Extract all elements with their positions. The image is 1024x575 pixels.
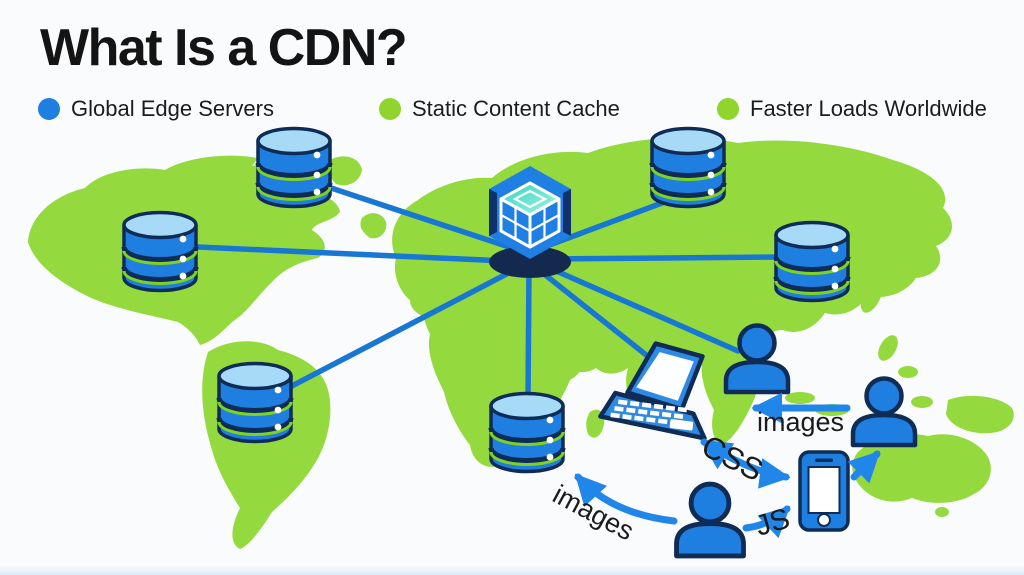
edge-server-database-icon [219,364,291,442]
js-arrow [742,505,791,539]
flow-arrows [574,392,881,539]
laptop-icon [598,341,707,441]
network-line [537,254,782,262]
edge-server-database-icon [776,223,848,301]
page-title: What Is a CDN? [40,19,408,77]
flow-label-images-right: images [757,407,845,437]
css-exchange-arrow [700,438,791,489]
legend-item-global-edge-servers: Global Edge Servers [38,96,274,122]
island-greenland [328,156,362,186]
legend-item-static-content-cache: Static Content Cache [379,96,620,122]
edge-server-database-icon [124,213,196,291]
edge-server-database-icon [652,129,724,207]
edge-server-database-icon [258,129,330,207]
legend-item-faster-loads-worldwide: Faster Loads Worldwide [717,96,987,122]
legend-label: Faster Loads Worldwide [750,96,987,121]
islands-east-asia [785,204,1014,434]
green-dot-icon [379,98,401,120]
green-dot-icon [717,98,739,120]
bottom-fade [0,565,1024,575]
blue-dot-icon [38,98,60,120]
continent-africa [422,278,590,467]
images-arrow-left [574,473,678,525]
island-tasmania [935,507,949,517]
network-line [285,263,525,391]
network-line [313,180,527,255]
user-icon [853,379,915,446]
edge-server-database-icon [491,394,563,472]
phone-to-user-arrow [847,450,881,484]
smartphone-icon [798,450,850,532]
legend-label: Global Edge Servers [71,96,274,121]
user-icon [677,484,744,556]
legend-label: Static Content Cache [412,96,620,121]
network-line [525,267,532,401]
continent-australia [852,433,991,503]
cdn-hub-icon [489,166,571,278]
island-britain [360,213,387,239]
network-line [195,244,530,265]
network-line [531,263,658,365]
network-line [535,260,741,354]
